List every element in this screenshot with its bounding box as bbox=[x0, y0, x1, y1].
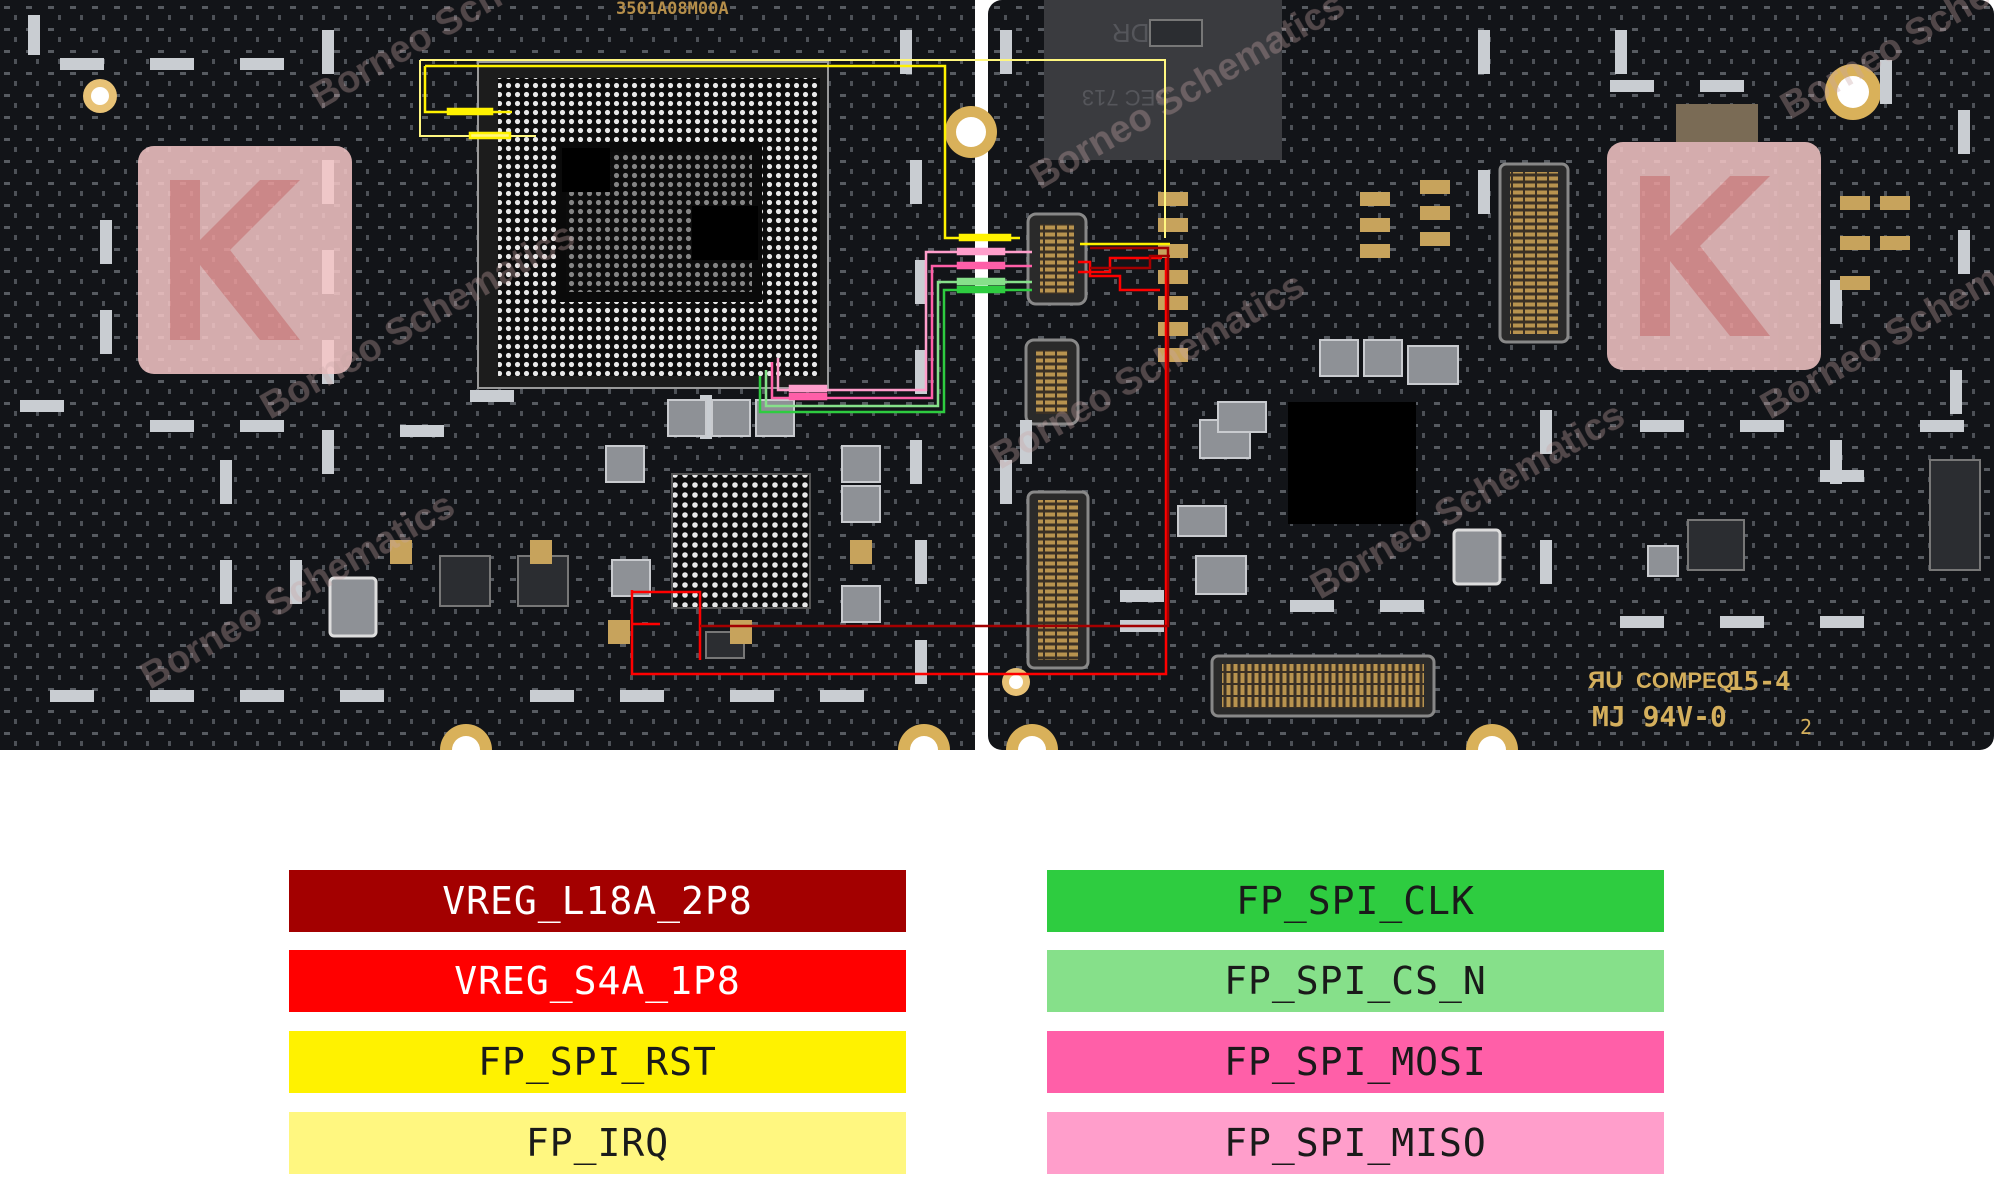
legend-fp-spi-mosi: FP_SPI_MOSI bbox=[1047, 1031, 1664, 1093]
legend-fp-irq: FP_IRQ bbox=[289, 1112, 906, 1174]
trace-fp-spi-cs-n bbox=[764, 277, 1032, 408]
trace-fp-spi-mosi bbox=[770, 261, 1032, 401]
memory-chip-text-0: SEC 713 bbox=[1082, 85, 1170, 110]
watermark-logo-left bbox=[138, 146, 352, 374]
board-marking-top: 3501A08M00A bbox=[616, 0, 729, 19]
legend-label: VREG_S4A_1P8 bbox=[454, 959, 741, 1003]
watermark-logo-right bbox=[1607, 142, 1821, 370]
legend-label: FP_SPI_MOSI bbox=[1224, 1040, 1487, 1084]
legend-label: FP_SPI_CS_N bbox=[1224, 959, 1487, 1003]
legend-vreg-s4a-1p8: VREG_S4A_1P8 bbox=[289, 950, 906, 1012]
legend-fp-spi-miso: FP_SPI_MISO bbox=[1047, 1112, 1664, 1174]
trace-vreg-s4a-1p8 bbox=[630, 256, 1168, 676]
mounting-holes bbox=[83, 64, 1881, 750]
inductor-left bbox=[328, 576, 378, 638]
legend-label: FP_SPI_RST bbox=[478, 1040, 717, 1084]
legend-vreg-l18a-2p8: VREG_L18A_2P8 bbox=[289, 870, 906, 932]
svg-text:2: 2 bbox=[1800, 715, 1812, 739]
trace-vreg-l18a-2p8 bbox=[700, 246, 1170, 628]
trace-fp-spi-rst bbox=[423, 64, 1170, 246]
svg-text:MJ 94V-0: MJ 94V-0 bbox=[1592, 700, 1727, 733]
legend-label: FP_SPI_CLK bbox=[1236, 879, 1475, 923]
trace-fp-spi-clk bbox=[758, 285, 1032, 414]
trace-fp-spi-miso bbox=[776, 247, 1032, 393]
legend-fp-spi-cs-n: FP_SPI_CS_N bbox=[1047, 950, 1664, 1012]
svg-text:15-4: 15-4 bbox=[1728, 667, 1791, 697]
legend-fp-spi-rst: FP_SPI_RST bbox=[289, 1031, 906, 1093]
legend-label: VREG_L18A_2P8 bbox=[442, 879, 753, 923]
pcb-board-image: LPDDR SEC 713 bbox=[0, 0, 1994, 750]
ic-right bbox=[1288, 402, 1416, 524]
legend-fp-spi-clk: FP_SPI_CLK bbox=[1047, 870, 1664, 932]
svg-text:ЯU: ЯU bbox=[1588, 667, 1623, 694]
inductor-right bbox=[1452, 528, 1502, 586]
board-marking-cert: COMPEQ 15-4 MJ 94V-0 2 ЯU bbox=[1588, 667, 1812, 739]
legend-label: FP_SPI_MISO bbox=[1224, 1121, 1487, 1165]
legend-label: FP_IRQ bbox=[525, 1121, 670, 1165]
svg-text:COMPEQ: COMPEQ bbox=[1636, 668, 1734, 693]
pmic-bga bbox=[671, 473, 811, 609]
